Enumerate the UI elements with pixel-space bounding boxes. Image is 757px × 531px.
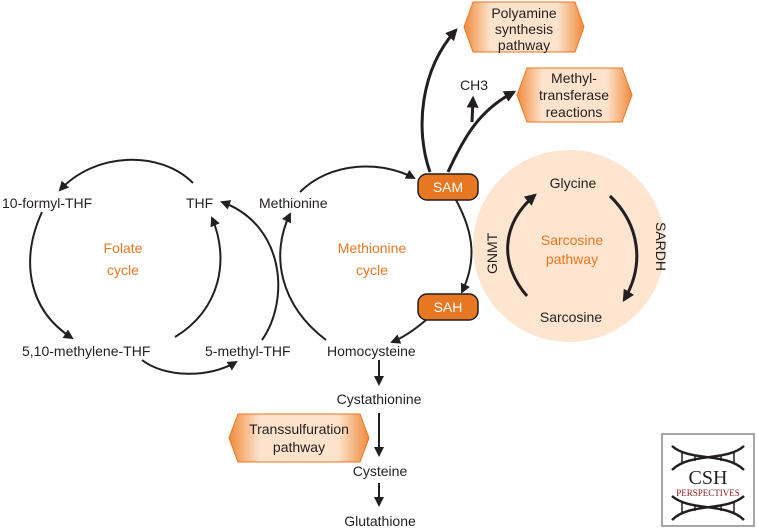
- arrow-5-methyl-to-thf: [220, 200, 280, 341]
- rounded-rect-shape: [417, 173, 479, 201]
- arrow-sam-to-methyltransferase: [446, 90, 517, 173]
- folate-cycle-title-line2: cycle: [107, 262, 139, 278]
- arrow-methylene-to-5-methyl: [141, 359, 238, 375]
- label-methionine: Methionine: [259, 195, 328, 211]
- sarcosine-pathway-background: [473, 150, 665, 342]
- sarcosine-cycle: [506, 193, 639, 303]
- label-gnmt: GNMT: [484, 232, 500, 274]
- transsulfuration-label-line1: Transsulfuration: [249, 421, 349, 437]
- logo-line2: PERSPECTIVES: [676, 488, 740, 498]
- label-thf: THF: [186, 195, 213, 211]
- methionine-cycle-title-line2: cycle: [356, 262, 388, 278]
- polyamine-label-line2: synthesis: [495, 21, 553, 37]
- arrow-methionine-to-sam: [299, 165, 416, 193]
- hexagon-shape: [516, 67, 633, 123]
- methionine-cycle-title-line1: Methionine: [338, 240, 407, 256]
- label-glycine: Glycine: [550, 175, 597, 191]
- sam-label: SAM: [433, 179, 463, 195]
- arrow-sarcosine-to-glycine: [506, 193, 537, 297]
- arrow-glycine-to-sarcosine: [608, 194, 639, 303]
- label-sarcosine: Sarcosine: [540, 309, 602, 325]
- arrow-sam-to-polyamine: [420, 28, 458, 173]
- polyamine-label-line1: Polyamine: [491, 5, 557, 21]
- folate-cycle: [29, 158, 280, 375]
- methyltransferase-box: Methyl- transferase reactions: [516, 67, 633, 123]
- rounded-rect-shape: [417, 293, 479, 321]
- sam-node: SAM: [417, 173, 479, 201]
- transsulfuration-pathway-box: Transsulfuration pathway: [228, 413, 370, 463]
- arrow-sam-to-sah: [455, 199, 473, 294]
- arrow-to-ch3: [466, 95, 479, 123]
- arrow-thf-to-10-formyl: [58, 158, 194, 192]
- label-10-formyl-thf: 10-formyl-THF: [2, 195, 92, 211]
- sarcosine-pathway-title-line2: pathway: [546, 251, 598, 267]
- label-cystathionine: Cystathionine: [337, 391, 422, 407]
- hexagon-shape: [463, 1, 585, 53]
- arrow-sah-to-homocysteine: [390, 319, 427, 344]
- label-homocysteine: Homocysteine: [327, 343, 416, 359]
- logo-line1: CSH: [689, 467, 728, 489]
- label-sardh: SARDH: [653, 222, 669, 271]
- transsulfuration-label-line2: pathway: [273, 439, 325, 455]
- sah-label: SAH: [434, 299, 463, 315]
- label-cysteine: Cysteine: [353, 463, 408, 479]
- label-ch3: CH3: [460, 77, 488, 93]
- label-glutathione: Glutathione: [344, 513, 416, 529]
- methyltransferase-label-line1: Methyl-: [551, 70, 597, 86]
- arrow-methylene-to-thf: [174, 216, 222, 338]
- folate-cycle-title-line1: Folate: [104, 240, 143, 256]
- methyltransferase-label-line2: transferase: [539, 87, 609, 103]
- label-5-10-methylene-thf: 5,10-methylene-THF: [22, 343, 150, 359]
- methyltransferase-label-line3: reactions: [546, 104, 603, 120]
- sah-node: SAH: [417, 293, 479, 321]
- methionine-cycle: [279, 28, 517, 344]
- sarcosine-pathway-title-line1: Sarcosine: [541, 232, 603, 248]
- hexagon-shape: [228, 413, 370, 463]
- arrow-homocysteine-to-methionine: [279, 212, 327, 341]
- polyamine-pathway-box: Polyamine synthesis pathway: [463, 1, 585, 53]
- csh-perspectives-logo: CSH PERSPECTIVES: [661, 433, 755, 527]
- arrow-10-formyl-to-methylene: [29, 211, 74, 340]
- polyamine-label-line3: pathway: [498, 37, 550, 53]
- label-5-methyl-thf: 5-methyl-THF: [205, 343, 291, 359]
